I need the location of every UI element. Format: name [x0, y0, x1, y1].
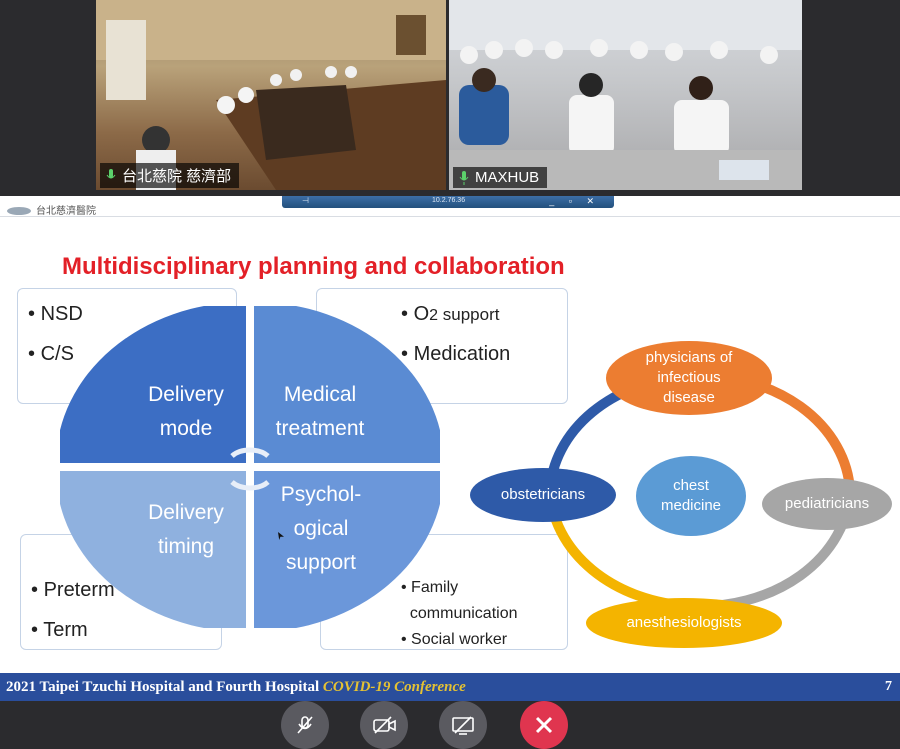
mic-off-icon	[297, 716, 313, 734]
lotus-icon	[7, 206, 31, 215]
slide-number: 7	[885, 679, 892, 694]
bullet-social-worker: • Social worker	[401, 631, 508, 648]
node-pediatricians: pediatricians	[762, 478, 892, 530]
quad-delivery-timing	[60, 471, 246, 628]
screen-share-off-icon	[452, 716, 474, 735]
close-icon	[535, 716, 553, 734]
bullet-o2-support: • O2 support	[401, 303, 500, 325]
quad-psychological-support	[254, 471, 440, 628]
feed-label-left: 台北慈院 慈濟部	[100, 163, 240, 188]
planning-quadrant-diagram	[60, 306, 440, 628]
video-toggle-button[interactable]	[360, 701, 408, 749]
cycle-arrow-top	[230, 447, 270, 458]
quad-delivery-mode	[60, 306, 246, 463]
conference-room-scene	[449, 0, 802, 190]
mute-button[interactable]	[281, 701, 329, 749]
mic-icon	[459, 170, 469, 185]
bullet-nsd: • NSD	[28, 303, 83, 325]
bullet-cs: • C/S	[28, 343, 74, 365]
slide-header: 台北慈濟醫院 ⊣ 10.2.76.36 _ ▫ ✕	[0, 196, 900, 217]
meeting-toolbar	[0, 701, 900, 749]
footer-conference: COVID-19 Conference	[322, 679, 466, 695]
quad-medical-treatment	[254, 306, 440, 463]
leave-meeting-button[interactable]	[520, 701, 568, 749]
feed-label-text: MAXHUB	[475, 169, 540, 186]
hospital-logo: 台北慈濟醫院	[6, 202, 96, 217]
bullet-family-communication: • Family communication	[401, 579, 518, 622]
video-feed-left[interactable]: 台北慈院 慈濟部	[96, 0, 446, 190]
feed-label-text: 台北慈院 慈濟部	[122, 168, 232, 185]
share-screen-button[interactable]	[439, 701, 487, 749]
node-anesthesiologists: anesthesiologists	[586, 598, 782, 648]
mouse-cursor-icon	[278, 532, 284, 540]
cycle-arrow-bottom	[230, 480, 270, 491]
footer-text: 2021 Taipei Tzuchi Hospital and Fourth H…	[6, 679, 323, 695]
slide-footer: 2021 Taipei Tzuchi Hospital and Fourth H…	[0, 673, 900, 701]
node-obstetricians: obstetricians	[470, 468, 616, 522]
meeting-room-scene	[96, 0, 446, 190]
shared-slide: 台北慈濟醫院 ⊣ 10.2.76.36 _ ▫ ✕ Multidisciplin…	[0, 196, 900, 702]
remote-control-bar[interactable]: ⊣ 10.2.76.36 _ ▫ ✕	[282, 196, 614, 208]
remote-ip: 10.2.76.36	[432, 197, 466, 204]
bullet-term: • Term	[31, 619, 88, 641]
slide-title: Multidisciplinary planning and collabora…	[62, 253, 565, 280]
feed-label-right: MAXHUB	[453, 167, 548, 188]
bullet-medication: • Medication	[401, 343, 511, 365]
speaker-icon	[106, 168, 116, 178]
bullet-preterm: • Preterm	[31, 579, 115, 601]
box-support-options: • Family communication • Social worker	[320, 534, 568, 650]
pin-icon[interactable]: ⊣	[302, 196, 309, 205]
window-buttons[interactable]: _ ▫ ✕	[549, 196, 600, 206]
video-off-icon	[373, 716, 396, 734]
video-feed-right[interactable]: MAXHUB	[449, 0, 802, 190]
